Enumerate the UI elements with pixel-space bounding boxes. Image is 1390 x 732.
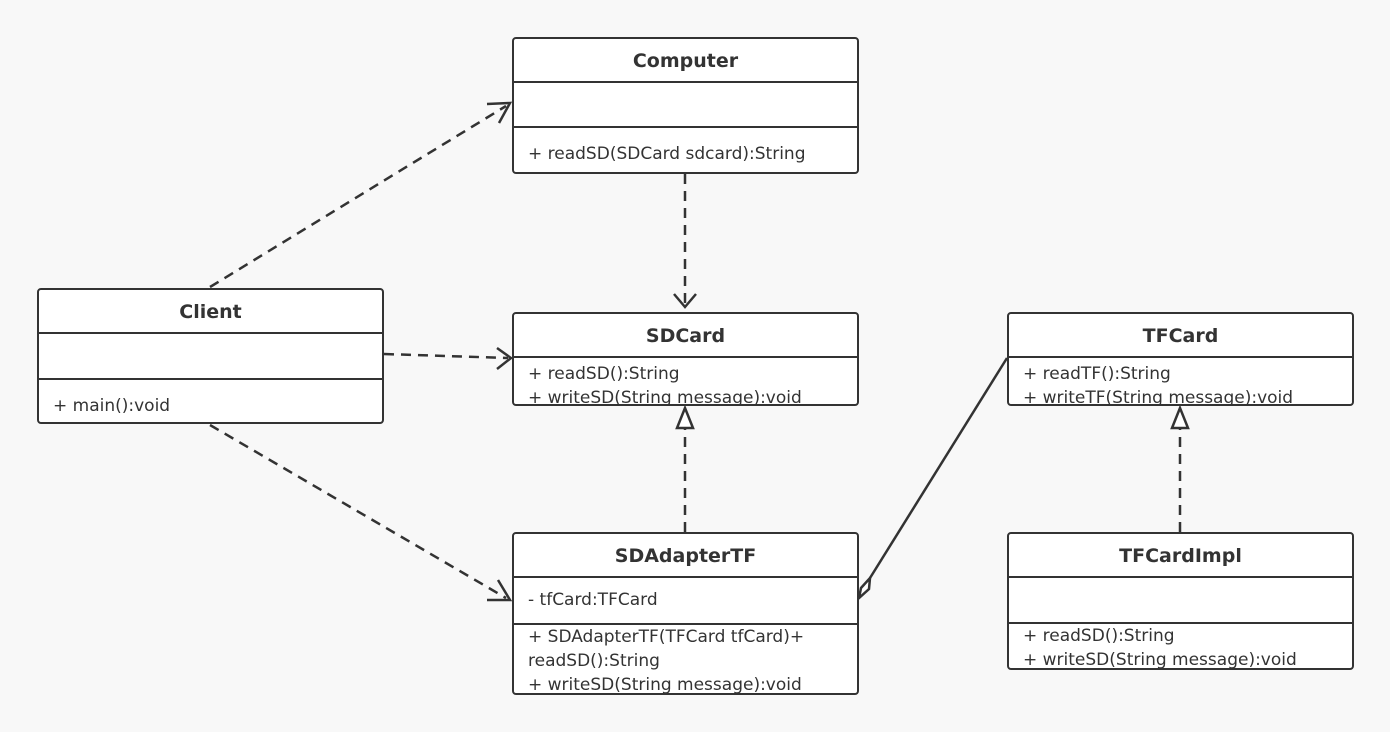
attributes-client	[39, 334, 382, 380]
class-name-tfcard: TFCard	[1009, 314, 1352, 358]
edge-sdadaptertf-tfcard	[868, 357, 1009, 579]
operations-tfcard: + readTF():String + writeTF(String messa…	[1009, 358, 1352, 406]
operation-main: + main():void	[53, 396, 171, 416]
attributes-sdadaptertf: - tfCard:TFCard	[514, 578, 857, 625]
edge-client-sdadaptertf	[209, 423, 507, 600]
class-tfcard[interactable]: TFCard + readTF():String + writeTF(Strin…	[1007, 312, 1354, 406]
attributes-computer	[514, 83, 857, 128]
class-computer[interactable]: Computer + readSD(SDCard sdcard):String	[512, 37, 859, 174]
operations-computer: + readSD(SDCard sdcard):String	[514, 128, 857, 166]
aggregation-diamond	[857, 574, 872, 602]
class-name-computer: Computer	[514, 39, 857, 83]
edge-client-sdcard	[383, 352, 509, 360]
operation-writesd: + writeSD(String message):void	[1023, 650, 1297, 670]
operation-readsd: + readSD(SDCard sdcard):String	[528, 144, 806, 164]
attribute-tfcard: - tfCard:TFCard	[528, 590, 658, 610]
class-tfcardimpl[interactable]: TFCardImpl + readSD():String + writeSD(S…	[1007, 532, 1354, 670]
arrowhead-client-computer	[486, 101, 513, 124]
operation-readsd: + readSD():String	[528, 364, 680, 384]
arrowhead-client-sdadaptertf	[487, 579, 513, 602]
operations-sdadaptertf: + SDAdapterTF(TFCard tfCard)+ readSD():S…	[514, 625, 857, 695]
class-sdadaptertf[interactable]: SDAdapterTF - tfCard:TFCard + SDAdapterT…	[512, 532, 859, 695]
operations-client: + main():void	[39, 380, 382, 418]
operations-tfcardimpl: + readSD():String + writeSD(String messa…	[1009, 624, 1352, 670]
class-client[interactable]: Client + main():void	[37, 288, 384, 424]
arrowhead-client-sdcard	[496, 346, 514, 370]
class-sdcard[interactable]: SDCard + readSD():String + writeSD(Strin…	[512, 312, 859, 406]
operations-sdcard: + readSD():String + writeSD(String messa…	[514, 358, 857, 406]
realization-head-tfcard	[1170, 404, 1190, 430]
class-name-sdcard: SDCard	[514, 314, 857, 358]
edge-client-computer	[209, 104, 507, 289]
operation-constructor-readsd: + SDAdapterTF(TFCard tfCard)+ readSD():S…	[528, 627, 805, 671]
realization-head-sdcard	[675, 404, 695, 430]
operation-writesd: + writeSD(String message):void	[528, 388, 802, 406]
operation-writesd: + writeSD(String message):void	[528, 675, 802, 695]
operation-readtf: + readTF():String	[1023, 364, 1171, 384]
class-name-client: Client	[39, 290, 382, 334]
arrowhead-computer-sdcard	[673, 293, 697, 309]
class-name-sdadaptertf: SDAdapterTF	[514, 534, 857, 578]
attributes-tfcardimpl	[1009, 578, 1352, 624]
class-name-tfcardimpl: TFCardImpl	[1009, 534, 1352, 578]
operation-writetf: + writeTF(String message):void	[1023, 388, 1294, 406]
operation-readsd: + readSD():String	[1023, 626, 1175, 646]
